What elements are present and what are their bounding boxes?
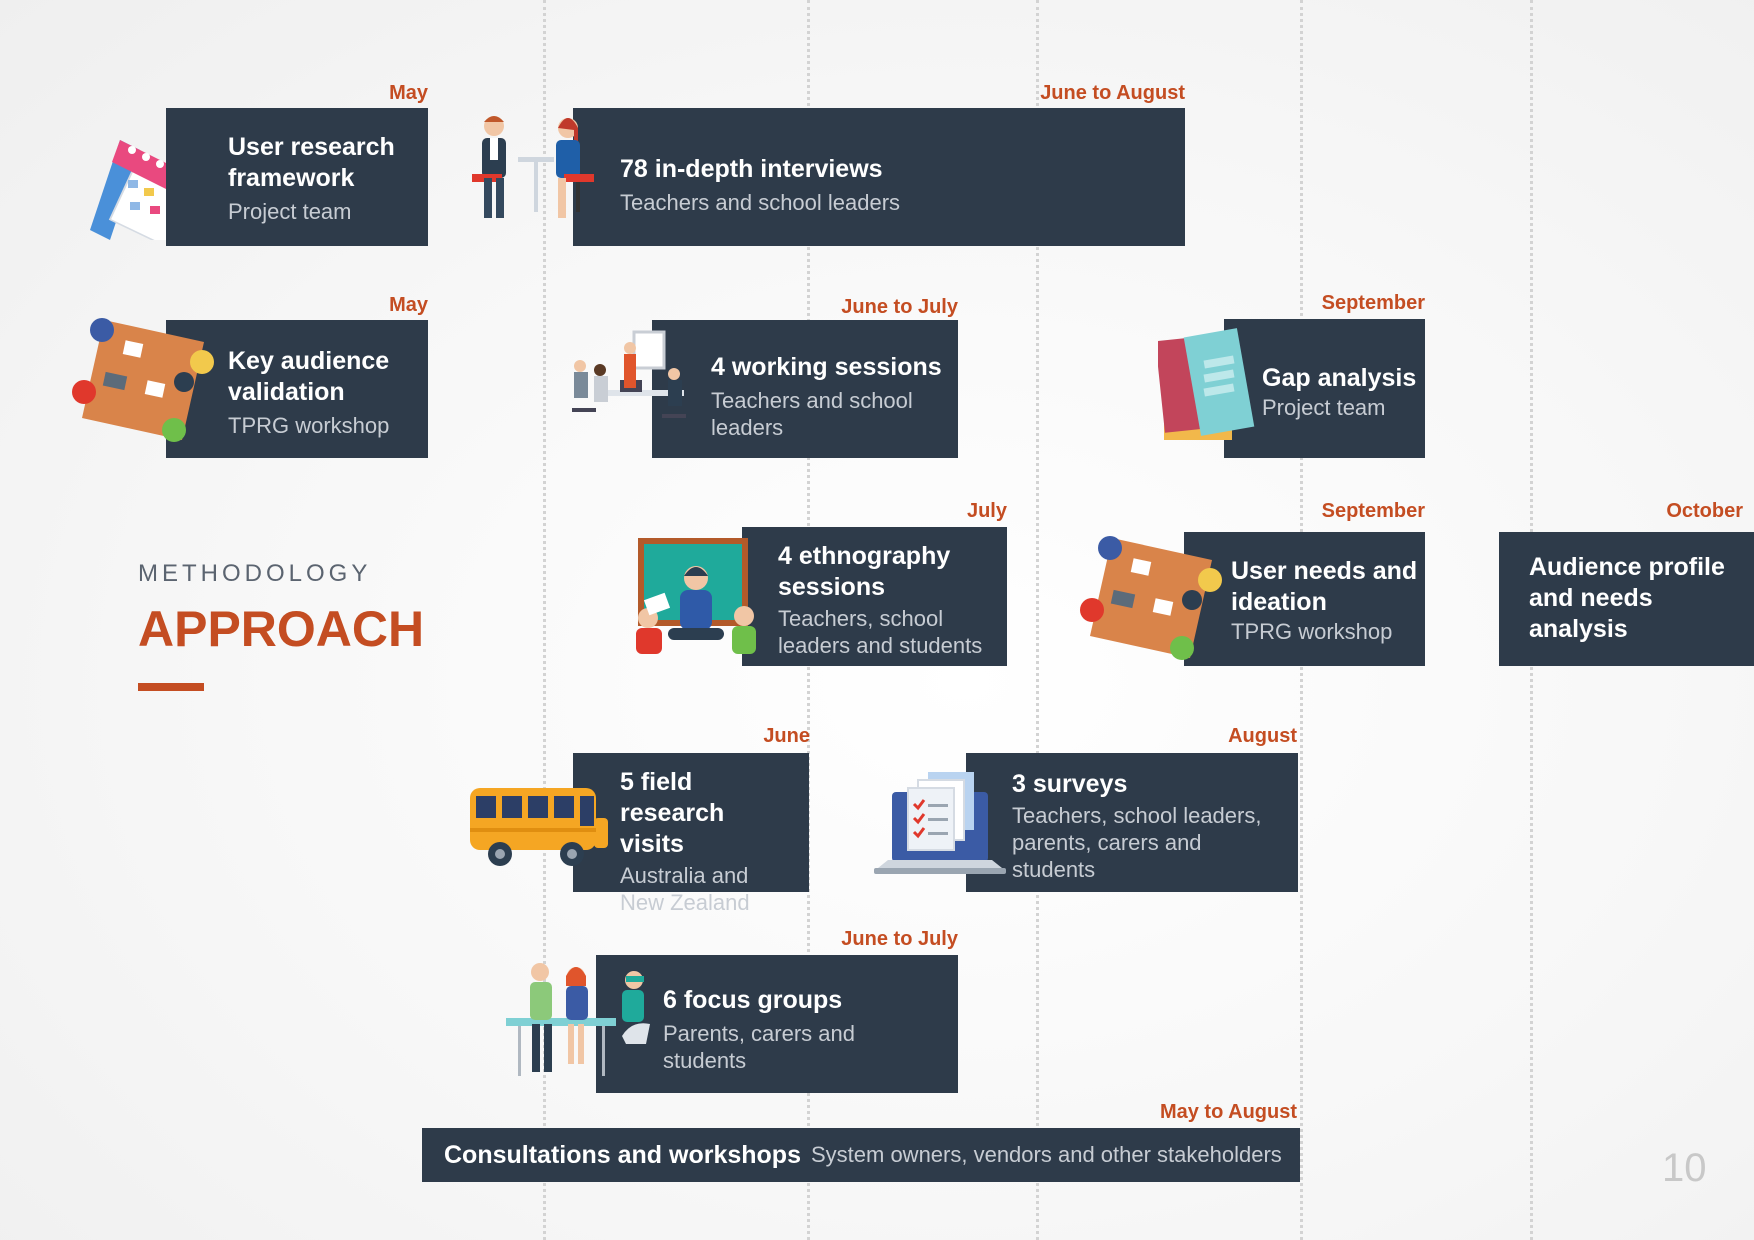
activity-date: August bbox=[1228, 725, 1297, 747]
activity-subtitle: Project team bbox=[228, 199, 352, 224]
workshop-table-icon bbox=[1080, 536, 1222, 660]
activity-date: June to July bbox=[841, 928, 958, 950]
activity-card: Audience profile and needs analysis bbox=[1499, 532, 1754, 666]
activity-card: User needs and ideation TPRG workshop bbox=[1184, 532, 1425, 666]
activity-subtitle: Project team bbox=[1262, 395, 1386, 420]
activity-card: 78 in-depth interviews Teachers and scho… bbox=[573, 108, 1185, 246]
activity-subtitle: Teachers and school leaders bbox=[711, 388, 913, 440]
activity-date: May bbox=[389, 294, 428, 316]
activity-card: 3 surveys Teachers, school leaders, pare… bbox=[966, 753, 1298, 892]
activity-title: Consultations and workshops bbox=[444, 1140, 801, 1169]
books-icon bbox=[1158, 328, 1255, 440]
activity-title: 6 focus groups bbox=[663, 986, 843, 1014]
activity-card: User research framework Project team bbox=[166, 108, 428, 246]
activity-subtitle: TPRG workshop bbox=[1231, 619, 1393, 644]
activity-card: 6 focus groups Parents, carers and stude… bbox=[596, 955, 958, 1093]
activity-date: October bbox=[1666, 500, 1743, 522]
activity-subtitle: Australia and New Zealand bbox=[620, 863, 750, 915]
activity-title: 3 surveys bbox=[1012, 770, 1128, 798]
activity-title: Gap analysis bbox=[1262, 364, 1417, 392]
working-session-icon bbox=[572, 330, 686, 418]
activity-title: Key audience validation bbox=[228, 347, 390, 406]
activity-title: 5 field research visits bbox=[620, 768, 725, 858]
page-title: APPROACH bbox=[138, 601, 425, 657]
page-number: 10 bbox=[1662, 1146, 1707, 1190]
activity-title: 4 ethnography sessions bbox=[778, 542, 951, 601]
activity-date: June to August bbox=[1040, 82, 1185, 104]
activity-date: September bbox=[1321, 292, 1425, 314]
activity-card: 4 ethnography sessions Teachers, school … bbox=[742, 527, 1007, 666]
interview-icon bbox=[472, 116, 594, 218]
activity-date: July bbox=[966, 500, 1007, 522]
activity-card: Consultations and workshops System owner… bbox=[422, 1128, 1300, 1182]
title-underline bbox=[138, 683, 204, 691]
activity-subtitle: TPRG workshop bbox=[228, 413, 390, 438]
activity-title: 78 in-depth interviews bbox=[620, 155, 883, 183]
activity-date: June bbox=[763, 725, 810, 747]
activity-date: September bbox=[1321, 500, 1425, 522]
activity-date: May bbox=[389, 82, 428, 104]
timeline-gridline bbox=[543, 0, 546, 1240]
activity-subtitle: System owners, vendors and other stakeho… bbox=[810, 1142, 1282, 1167]
activity-title: 4 working sessions bbox=[711, 353, 942, 381]
activity-subtitle: Parents, carers and students bbox=[663, 1021, 855, 1073]
activity-card: 5 field research visits Australia and Ne… bbox=[573, 753, 809, 915]
timeline-gridline bbox=[1036, 0, 1039, 1240]
activity-title: User research framework bbox=[228, 133, 395, 192]
activity-card: Key audience validation TPRG workshop bbox=[166, 320, 428, 458]
activity-date: May to August bbox=[1159, 1101, 1297, 1123]
classroom-icon bbox=[636, 538, 756, 654]
focus-group-icon bbox=[506, 963, 650, 1076]
page-kicker: METHODOLOGY bbox=[138, 560, 372, 587]
activity-subtitle: Teachers, school leaders, parents, carer… bbox=[1012, 803, 1262, 882]
activity-card: Gap analysis Project team bbox=[1224, 319, 1425, 458]
workshop-table-icon bbox=[72, 318, 214, 442]
activity-card: 4 working sessions Teachers and school l… bbox=[652, 320, 958, 458]
laptop-survey-icon bbox=[874, 772, 1006, 874]
activity-title: Audience profile and needs analysis bbox=[1529, 553, 1725, 643]
activity-title: User needs and ideation bbox=[1231, 557, 1418, 616]
activity-date: June to July bbox=[841, 296, 958, 318]
school-bus-icon bbox=[470, 788, 608, 866]
activity-subtitle: Teachers, school leaders and students bbox=[778, 606, 983, 658]
activity-subtitle: Teachers and school leaders bbox=[620, 190, 901, 215]
